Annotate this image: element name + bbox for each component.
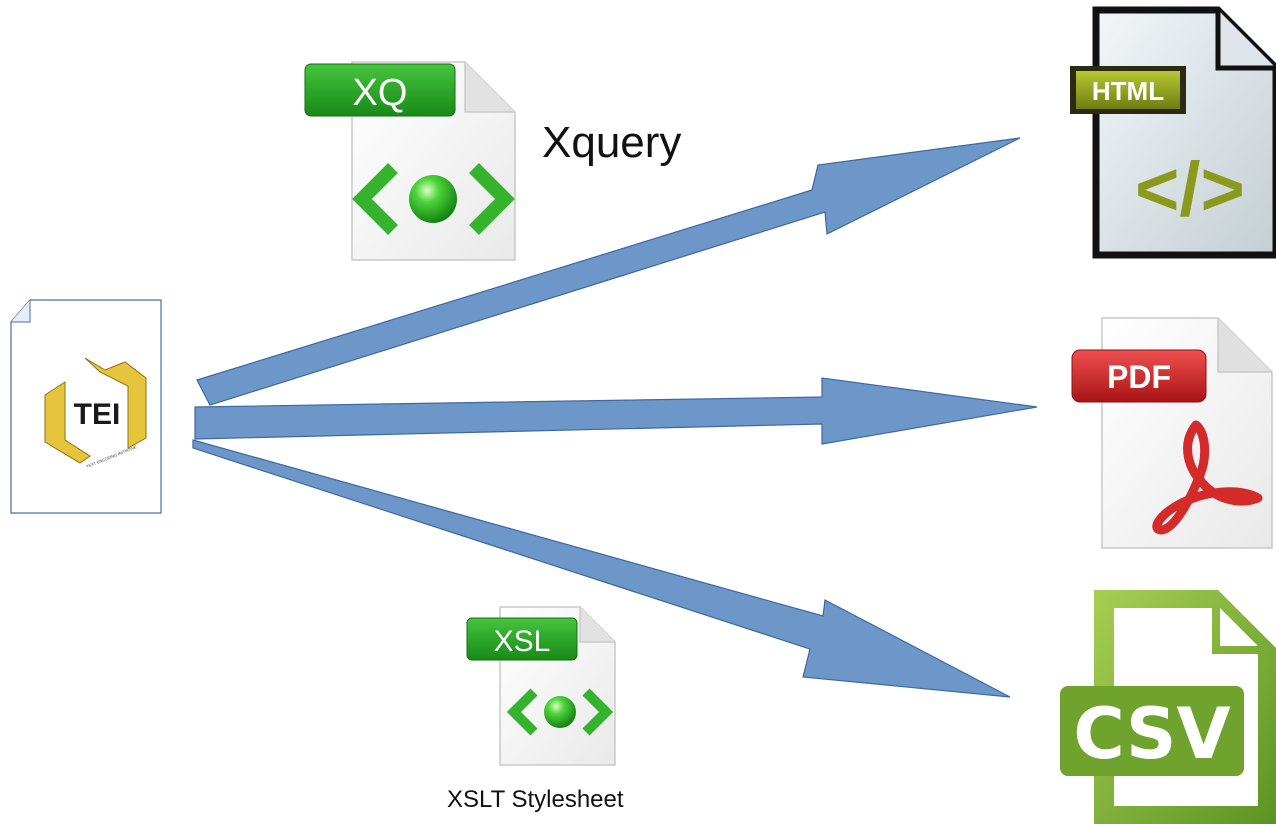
csv-badge: CSV [1073,693,1230,775]
acrobat-icon [1152,420,1263,535]
code-brackets-icon [352,163,515,235]
xsl-file-icon: XSL [466,606,616,766]
arrows [192,137,1038,698]
pdf-badge: PDF [1107,359,1171,395]
html-badge: HTML [1092,76,1164,106]
csv-file-icon: CSV [1060,590,1276,824]
html-code-symbol: </> [1135,147,1245,232]
xquery-file-icon: XQ [304,61,516,261]
arrow-to-html [196,137,1021,406]
html-file-icon: HTML </> [1070,6,1276,259]
xquery-label: Xquery [542,118,682,167]
tei-logo-text: TEI [74,398,121,431]
tei-document: TEI TEXT ENCODING INITIATIVE [10,299,162,514]
xquery-badge: XQ [353,72,408,114]
xsl-badge: XSL [494,625,551,658]
xslt-label: XSLT Stylesheet [447,786,624,813]
arrow-to-pdf [194,377,1038,445]
code-brackets-icon [506,688,614,736]
arrow-to-csv [192,439,1011,698]
pdf-file-icon: PDF [1071,317,1273,549]
